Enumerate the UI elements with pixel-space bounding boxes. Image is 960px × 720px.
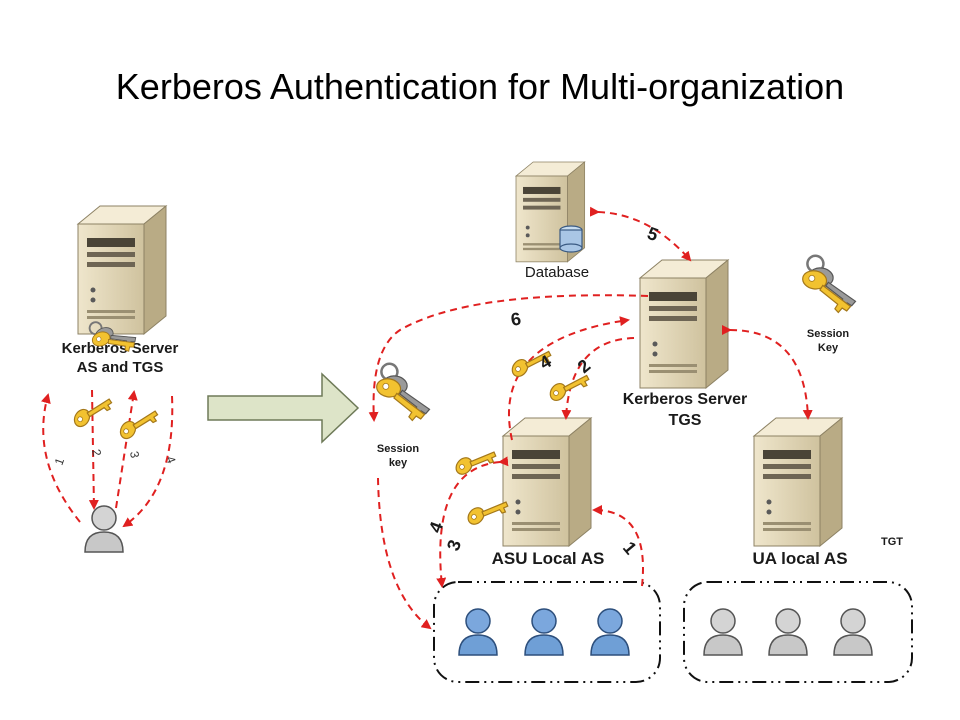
ua-user-icon bbox=[703, 608, 743, 656]
step-5-label: 5 bbox=[645, 223, 661, 245]
left-step-2: 2 bbox=[89, 448, 104, 457]
ua-user-icon bbox=[833, 608, 873, 656]
asu-user-icon bbox=[458, 608, 498, 656]
asu-local-as-server-icon bbox=[502, 417, 592, 547]
ua-local-as-server-icon bbox=[753, 417, 843, 547]
step-2-tgs-label: 2 bbox=[574, 355, 595, 377]
session-key-right-line1: Session bbox=[807, 328, 849, 340]
step-3-asu-label: 3 bbox=[443, 537, 465, 553]
asu-user-icon bbox=[524, 608, 564, 656]
transition-arrow-icon bbox=[207, 372, 360, 444]
arrow-step-5 bbox=[589, 206, 692, 262]
left-step-4: 4 bbox=[163, 454, 179, 465]
asu-user-group bbox=[433, 581, 661, 683]
kerberos-tgs-label-line1: Kerberos Server bbox=[623, 391, 748, 408]
key-icon bbox=[452, 437, 500, 487]
key-icon bbox=[116, 399, 161, 449]
left-step-1: 1 bbox=[52, 456, 68, 467]
arrow-session-key-to-users bbox=[377, 477, 432, 630]
kerberos-tgs-label-line2: TGS bbox=[669, 412, 702, 429]
ua-user-group bbox=[683, 581, 913, 683]
ua-user-icon bbox=[768, 608, 808, 656]
arrow-step-4-tgs bbox=[507, 316, 630, 441]
arrow-tgs-ua bbox=[721, 324, 813, 420]
kerberos-left-label-line1: Kerberos Server bbox=[62, 340, 179, 357]
tgt-label: TGT bbox=[881, 536, 903, 548]
database-label: Database bbox=[525, 264, 589, 281]
left-arrow-1 bbox=[41, 393, 81, 523]
session-key-right-line2: Key bbox=[818, 342, 839, 354]
ua-local-as-label: UA local AS bbox=[752, 549, 847, 568]
step-4-asu-label: 4 bbox=[425, 519, 447, 535]
slide-title: Kerberos Authentication for Multi-organi… bbox=[115, 66, 845, 107]
arrow-step-6 bbox=[368, 294, 649, 422]
session-key-icon bbox=[370, 360, 438, 425]
session-key-icon bbox=[796, 252, 864, 317]
arrow-step-3-4-asu bbox=[436, 456, 509, 588]
step-1-asu-label: 1 bbox=[619, 538, 641, 559]
kerberos-tgs-server-icon bbox=[639, 259, 729, 389]
step-6-label: 6 bbox=[509, 309, 522, 330]
arrow-step-2-tgs bbox=[561, 337, 635, 420]
kerberos-as-tgs-server-icon bbox=[77, 205, 167, 335]
kerberos-left-label-line2: AS and TGS bbox=[77, 359, 164, 376]
left-user-icon bbox=[84, 505, 124, 553]
asu-user-icon bbox=[590, 608, 630, 656]
step-4-tgs-label: 4 bbox=[536, 351, 555, 373]
left-arrow-3 bbox=[115, 390, 138, 509]
database-cylinder-icon bbox=[559, 225, 583, 253]
left-step-3: 3 bbox=[127, 450, 142, 459]
left-arrow-2 bbox=[88, 389, 99, 510]
session-key-left-line2: key bbox=[389, 457, 408, 469]
arrow-step-1-asu bbox=[592, 505, 644, 587]
session-key-left-line1: Session bbox=[377, 443, 419, 455]
asu-local-as-label: ASU Local AS bbox=[492, 549, 605, 568]
